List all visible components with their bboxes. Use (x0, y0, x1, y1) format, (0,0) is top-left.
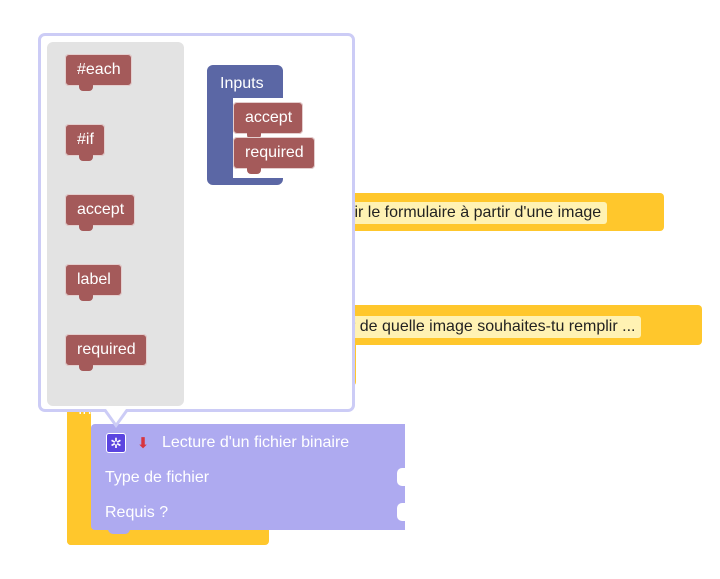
row-required-label: Requis ? (105, 504, 169, 521)
palette-item-if[interactable]: #if (65, 124, 105, 161)
inputs-block-label: Inputs (220, 75, 264, 92)
gear-icon[interactable]: ✲ (106, 433, 126, 453)
palette-item-label[interactable]: label (65, 264, 122, 301)
input-socket-required[interactable] (397, 503, 407, 521)
block-title: Lecture d'un fichier binaire (162, 434, 350, 451)
binary-file-read-block[interactable]: ✲ ⬇ Lecture d'un fichier binaire Type de… (91, 424, 407, 530)
row-file-type-label: Type de fichier (105, 469, 210, 486)
flyout-pointer-inner (106, 409, 126, 423)
block-bottom-tab (108, 528, 130, 534)
yellow-field-1[interactable]: plir le formulaire à partir d'une image (336, 202, 608, 224)
inputs-child-accept[interactable]: accept (233, 102, 304, 139)
inputs-child-required[interactable]: required (233, 137, 315, 174)
yellow-field-2[interactable]: tir de quelle image souhaites-tu remplir… (336, 316, 642, 338)
download-icon: ⬇ (136, 435, 150, 452)
input-socket-file-type[interactable] (397, 468, 407, 486)
palette-item-each[interactable]: #each (65, 54, 132, 91)
palette-item-required[interactable]: required (65, 334, 147, 371)
palette-item-accept[interactable]: accept (65, 194, 136, 231)
mutator-flyout: #each #if accept label required Inputs a… (38, 33, 355, 412)
